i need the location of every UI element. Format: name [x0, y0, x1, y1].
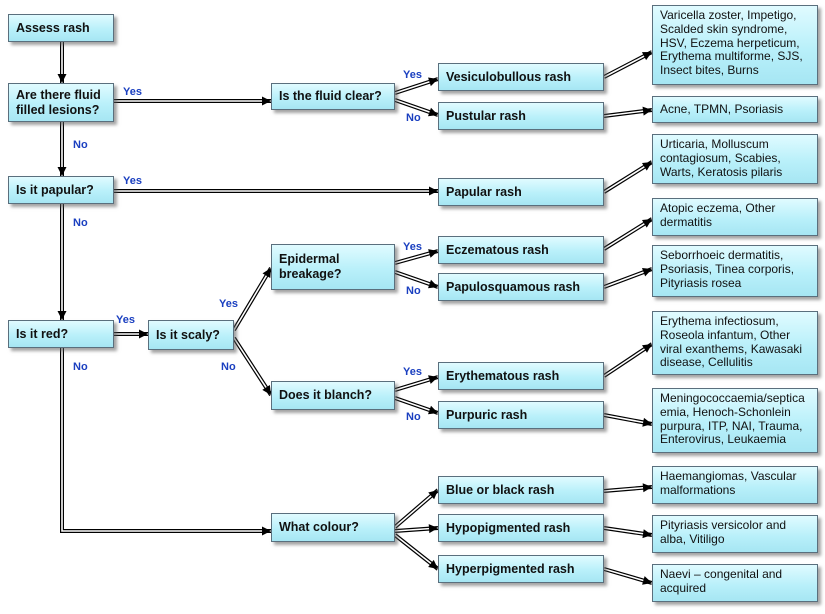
node-papulosquamous-rash: Papulosquamous rash [438, 273, 604, 301]
node-papular-question: Is it papular? [8, 176, 114, 204]
connector-papular-to-red [57, 204, 67, 320]
connector-blanch-to-erythematous [394, 375, 439, 392]
node-erythematous-rash: Erythematous rash [438, 362, 604, 390]
connector-red-to-colour [60, 348, 271, 536]
label-scaly-no: No [221, 361, 236, 373]
result-hypopigmented-causes: Pityriasis versicolor and alba, Vitiligo [652, 515, 818, 553]
label-fluid-no: No [73, 139, 88, 151]
label-scaly-yes: Yes [219, 298, 238, 310]
label-clear-yes: Yes [403, 69, 422, 81]
label-epidermal-yes: Yes [403, 241, 422, 253]
connector-colour-to-hypo [394, 524, 439, 534]
node-vesiculobullous-rash: Vesiculobullous rash [438, 63, 604, 91]
connector-erythematous-to-result [602, 342, 654, 378]
label-papular-yes: Yes [123, 175, 142, 187]
connector-papular-to-result [602, 160, 654, 194]
connector-clear-to-vesic [394, 77, 439, 95]
result-hyperpigmented-causes: Naevi – congenital and acquired [652, 564, 818, 602]
connector-clear-to-pustular [394, 98, 439, 117]
result-purpuric-causes: Meningococcaemia/septica emia, Henoch-Sc… [652, 388, 818, 453]
connector-purpuric-to-result [603, 413, 653, 427]
connector-blue-to-result [603, 483, 653, 493]
result-papular-causes: Urticaria, Molluscum contagiosum, Scabie… [652, 134, 818, 184]
label-epidermal-no: No [406, 285, 421, 297]
connector-eczematous-to-result [602, 217, 654, 251]
connector-colour-to-blue [393, 488, 440, 529]
connector-vesic-to-result [603, 50, 653, 79]
connector-papular-to-papular-rash [114, 186, 438, 196]
label-clear-no: No [406, 112, 421, 124]
connector-hypo-to-result [603, 526, 653, 539]
node-blanch-question: Does it blanch? [271, 381, 395, 410]
node-eczematous-rash: Eczematous rash [438, 236, 604, 264]
connector-epidermal-to-eczematous [394, 249, 439, 265]
node-red-question: Is it red? [8, 320, 114, 348]
node-fluid-filled-question: Are there fluid filled lesions? [8, 83, 114, 122]
node-fluid-clear-question: Is the fluid clear? [271, 83, 395, 110]
node-hypopigmented-rash: Hypopigmented rash [438, 514, 604, 542]
label-red-no: No [73, 361, 88, 373]
connector-pustular-to-result [603, 106, 653, 118]
label-red-yes: Yes [116, 314, 135, 326]
label-blanch-yes: Yes [403, 366, 422, 378]
node-purpuric-rash: Purpuric rash [438, 401, 604, 429]
node-pustular-rash: Pustular rash [438, 102, 604, 130]
result-papulosquamous-causes: Seborrhoeic dermatitis, Psoriasis, Tinea… [652, 245, 818, 297]
label-papular-no: No [73, 217, 88, 229]
node-assess-rash: Assess rash [8, 14, 114, 42]
connector-papulosq-to-result [603, 267, 653, 289]
connector-red-to-scaly [114, 329, 148, 339]
node-what-colour-question: What colour? [271, 513, 395, 542]
node-blue-black-rash: Blue or black rash [438, 476, 604, 504]
connector-scaly-to-blanch [232, 336, 273, 397]
node-scaly-question: Is it scaly? [148, 320, 234, 350]
node-papular-rash: Papular rash [438, 178, 604, 206]
result-eczematous-causes: Atopic eczema, Other dermatitis [652, 198, 818, 236]
result-blue-black-causes: Haemangiomas, Vascular malformations [652, 466, 818, 504]
connector-epidermal-to-papulosq [394, 270, 439, 289]
connector-fluid-to-papular [57, 122, 67, 176]
connector-assess-to-fluid [57, 42, 67, 83]
node-hyperpigmented-rash: Hyperpigmented rash [438, 555, 604, 583]
connector-scaly-to-epidermal [232, 266, 273, 332]
connector-fluid-to-clear [114, 96, 271, 106]
label-fluid-yes: Yes [123, 86, 142, 98]
result-vesiculobullous-causes: Varicella zoster, Impetigo, Scalded skin… [652, 5, 818, 85]
connector-blanch-to-purpuric [394, 396, 439, 415]
label-blanch-no: No [406, 411, 421, 423]
node-epidermal-breakage-question: Epidermal breakage? [271, 244, 395, 290]
result-pustular-causes: Acne, TPMN, Psoriasis [652, 96, 818, 123]
connector-colour-to-hyper [393, 533, 440, 571]
result-erythematous-causes: Erythema infectiosum, Roseola infantum, … [652, 311, 818, 375]
connector-hyper-to-result [603, 567, 653, 585]
